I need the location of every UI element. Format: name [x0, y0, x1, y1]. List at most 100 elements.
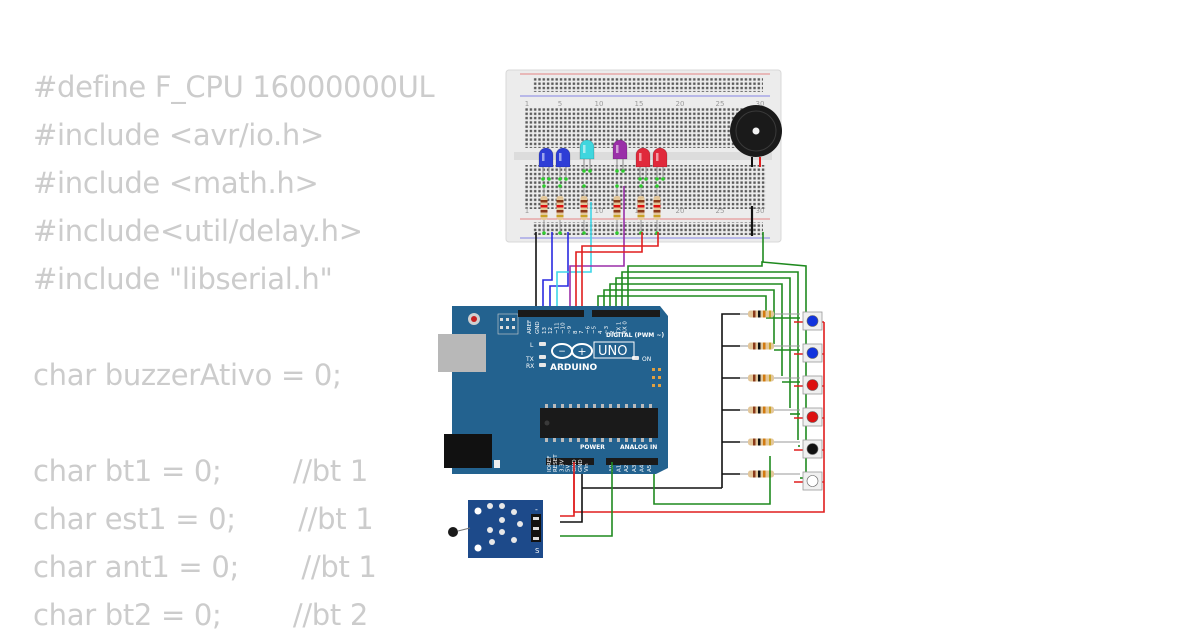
pin-label: 12 — [548, 327, 554, 334]
pull-resistor — [740, 310, 800, 318]
button-blue-2 — [802, 343, 823, 363]
breadboard-column-number: 25 — [716, 207, 725, 215]
button-blue-1 — [802, 311, 823, 331]
pull-resistor — [740, 438, 800, 446]
arduino-uno-board: − + UNO ARDUINO DIGITAL (PWM ~) ANALOG I… — [438, 306, 668, 474]
code-line: char bt2 = 0; //bt 2 — [33, 598, 369, 632]
pin-label: 3.3V — [559, 459, 565, 472]
pin-label: GND — [578, 459, 584, 472]
pin-label: ~6 — [585, 325, 591, 334]
push-buttons — [802, 311, 823, 491]
temperature-sensor-module: - S — [448, 500, 543, 558]
pin-label: A3 — [632, 464, 638, 472]
pin-label: ~5 — [592, 325, 598, 334]
pin-label: RX 0 — [623, 321, 629, 334]
usb-port — [438, 334, 486, 372]
code-line: char ant1 = 0; //bt 1 — [33, 550, 377, 584]
breadboard-column-number: 30 — [756, 207, 765, 215]
resistor — [637, 184, 645, 235]
pin-label: 5V — [566, 465, 572, 472]
buzzer — [730, 105, 782, 167]
rx-led-label: RX — [526, 363, 534, 370]
button-resistors — [740, 310, 800, 478]
pin-label: 2 — [610, 331, 616, 335]
code-line: char bt1 = 0; //bt 1 — [33, 454, 369, 488]
led-cyan — [579, 139, 595, 173]
breadboard-column-number: 1 — [525, 207, 529, 215]
button-black — [802, 439, 823, 459]
breadboard-resistors — [540, 184, 661, 235]
gnd-label: GND — [535, 321, 541, 334]
svg-text:+: + — [577, 345, 586, 358]
pin-label: ~3 — [604, 325, 610, 334]
button-red-2 — [802, 407, 823, 427]
breadboard-column-number: 15 — [635, 100, 644, 108]
microcontroller-chip — [540, 408, 658, 438]
led-wires — [535, 186, 764, 318]
pin-label: A1 — [617, 465, 623, 472]
button-white — [802, 471, 823, 491]
tx-led-label: TX — [525, 356, 534, 363]
power-jack — [444, 434, 492, 468]
pin-label: ~9 — [567, 325, 573, 334]
arduino-brand-label: ARDUINO — [550, 363, 598, 373]
sensor-pin-minus: - — [535, 505, 538, 514]
thermistor — [448, 527, 458, 537]
resistor — [613, 184, 621, 235]
led-blue-2 — [555, 147, 571, 181]
pull-resistor — [740, 470, 800, 478]
code-line: char buzzerAtivo = 0; — [33, 358, 342, 392]
aref-label: AREF — [527, 320, 533, 334]
breadboard-column-number: 1 — [525, 100, 529, 108]
led-red-2 — [652, 147, 668, 181]
sensor-wires — [560, 462, 613, 537]
breadboard-column-number: 5 — [558, 100, 562, 108]
button-red-1 — [802, 375, 823, 395]
code-line: #define F_CPU 16000000UL — [33, 70, 435, 104]
pull-resistor — [740, 342, 800, 350]
pin-label: IOREF — [547, 456, 553, 472]
on-led-label: ON — [642, 356, 651, 363]
power-label: POWER — [580, 444, 605, 451]
pin-label: A2 — [624, 465, 630, 472]
pin-label: TX 1 — [616, 322, 622, 335]
pull-resistor — [740, 406, 800, 414]
analog-in-label: ANALOG IN — [620, 444, 657, 451]
code-line: #include "libserial.h" — [33, 262, 333, 296]
breadboard-column-number: 20 — [676, 100, 685, 108]
sensor-pin-s: S — [535, 547, 540, 555]
button-wires — [597, 261, 807, 479]
led-red-1 — [635, 147, 651, 181]
breadboard-column-number: 25 — [716, 100, 725, 108]
pull-resistor — [740, 374, 800, 382]
pin-label: A4 — [639, 464, 645, 472]
pin-label: Vin — [584, 463, 590, 472]
resistor — [540, 184, 548, 235]
breadboard-column-number: 10 — [595, 100, 604, 108]
svg-text:−: − — [558, 347, 566, 357]
led-blue-1 — [538, 147, 554, 181]
breadboard-column-number: 10 — [595, 207, 604, 215]
led-purple — [612, 139, 628, 173]
pin-label: RESET — [553, 454, 559, 472]
breadboard-column-number: 30 — [756, 100, 765, 108]
pin-label: 7 — [579, 330, 585, 334]
pin-label: ~10 — [561, 322, 567, 334]
code-line: #include <avr/io.h> — [33, 118, 324, 152]
arduino-model-label: UNO — [598, 344, 627, 359]
resistor — [653, 184, 661, 235]
pin-label: A5 — [647, 464, 653, 472]
pin-label: ~11 — [554, 322, 560, 334]
resistor — [556, 184, 564, 235]
resistor — [580, 184, 588, 235]
pin-label: 8 — [573, 330, 579, 334]
led-group — [538, 139, 668, 181]
code-line: #include<util/delay.h> — [33, 214, 363, 248]
code-line: char est1 = 0; //bt 1 — [33, 502, 374, 536]
breadboard-column-number: 20 — [676, 207, 685, 215]
code-line: #include <math.h> — [33, 166, 319, 200]
code-panel: #define F_CPU 16000000UL #include <avr/io… — [0, 0, 470, 632]
l-led-label: L — [530, 342, 534, 349]
